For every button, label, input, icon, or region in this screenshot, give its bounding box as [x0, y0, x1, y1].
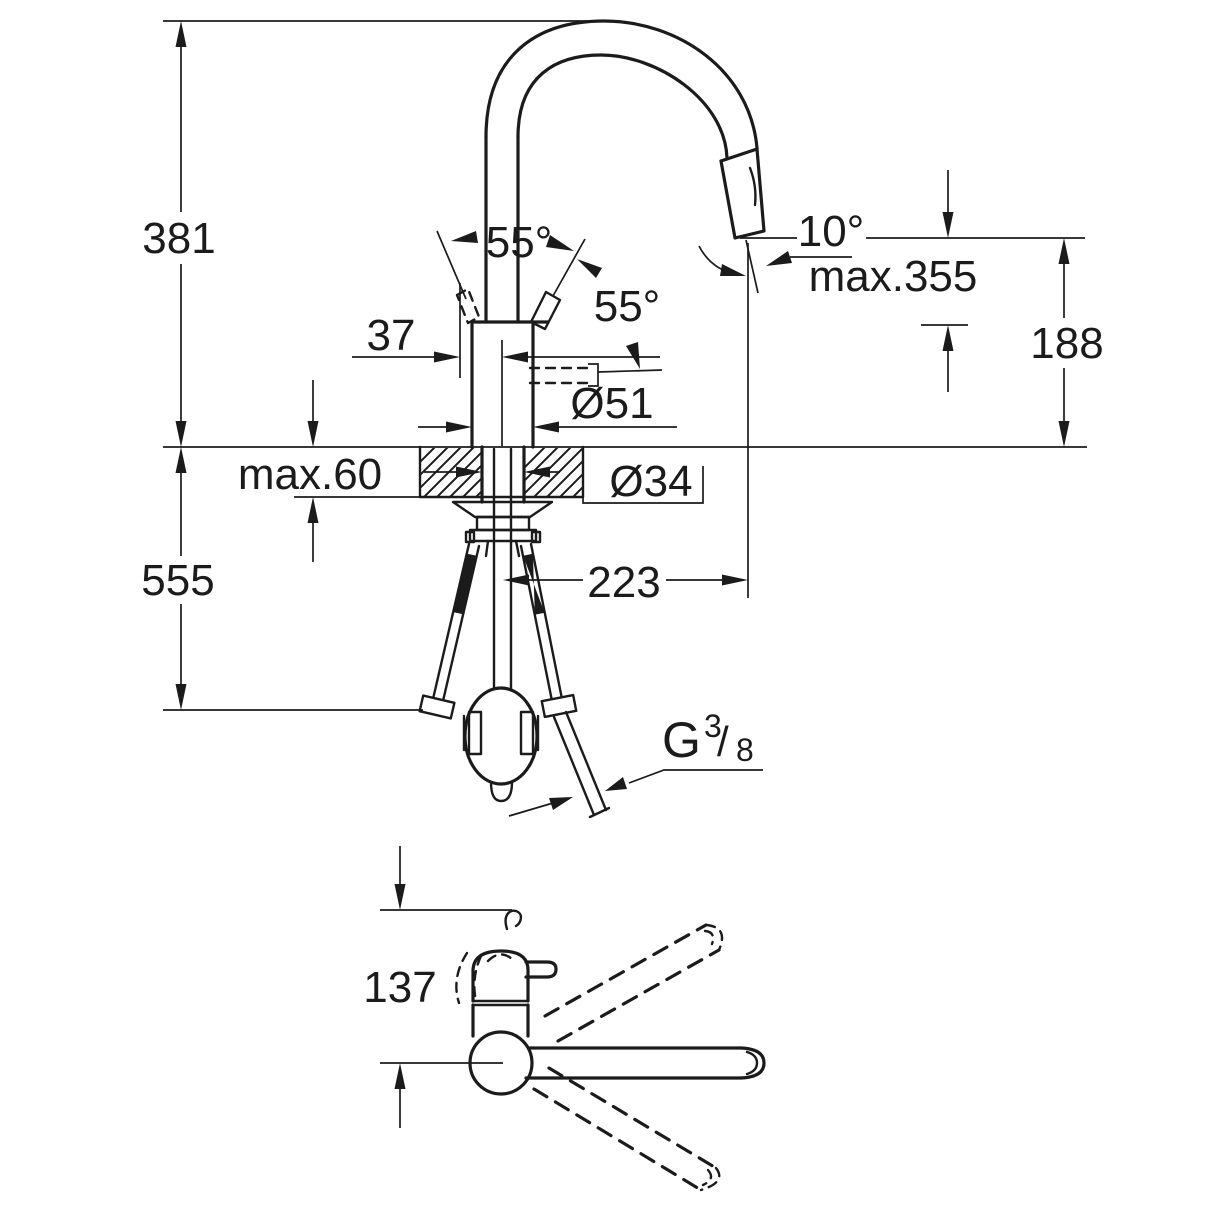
- spray-head-divider: [719, 147, 759, 163]
- under-deck-assembly: [418, 445, 611, 819]
- top-view-spout-solid: [524, 1046, 766, 1080]
- dim-188-label: 188: [1030, 319, 1103, 368]
- dim-10deg-label: 10°: [798, 207, 865, 256]
- dim-55-left-label: 55°: [486, 218, 553, 267]
- dim-d51-label: Ø51: [570, 379, 653, 428]
- side-view-faucet-outline: [436, 19, 766, 449]
- top-view-spout-swivel-down: [532, 1066, 721, 1192]
- dimension-arrowheads: [175, 21, 1070, 1089]
- spout-inner-curve: [516, 53, 729, 160]
- dim-55-right-label: 55°: [594, 282, 661, 331]
- dim-223-label: 223: [587, 558, 660, 607]
- thread-denominator: 8: [736, 732, 754, 768]
- top-view: [455, 909, 766, 1192]
- dim-max355-label: max.355: [809, 252, 978, 301]
- dim-381-label: 381: [142, 214, 215, 263]
- thread-divider: /: [717, 718, 729, 765]
- lever-extension-right: [552, 238, 586, 297]
- thread-size-label: G 3 / 8: [662, 708, 754, 768]
- top-view-handle-dome: [471, 949, 530, 1003]
- dim-d34-label: Ø34: [609, 457, 692, 506]
- mounting-stud-left: [418, 542, 481, 720]
- spout-outer-curve: [484, 19, 759, 150]
- thread-numerator: 3: [704, 708, 722, 744]
- dim-137-label: 137: [363, 963, 436, 1012]
- spray-axis-tilt-line: [745, 239, 759, 294]
- supply-hose: [552, 710, 611, 819]
- hose-weight-ball: [462, 686, 540, 803]
- thread-letter: G: [662, 712, 701, 768]
- top-view-spout-swivel-up: [543, 923, 724, 1043]
- dim-37-label: 37: [367, 311, 416, 360]
- dim-max60-label: max.60: [238, 450, 382, 499]
- top-view-lever: [524, 960, 558, 979]
- lever-extension-left: [436, 230, 467, 300]
- mounting-stud-right: [519, 542, 578, 719]
- top-view-lever-tip-curl: [504, 909, 523, 931]
- lever-dashed-position: [455, 287, 481, 325]
- dimension-labels: 381 555 max.60 37 55° 55° Ø51 Ø34 10° ma…: [141, 207, 1103, 1012]
- spray-head: [719, 147, 766, 240]
- hole-diameter-shelf: [582, 466, 704, 504]
- lever-solid-position: [529, 290, 562, 331]
- mounting-flange: [451, 500, 554, 519]
- faucet-body: [470, 320, 550, 449]
- dim-555-label: 555: [141, 556, 214, 605]
